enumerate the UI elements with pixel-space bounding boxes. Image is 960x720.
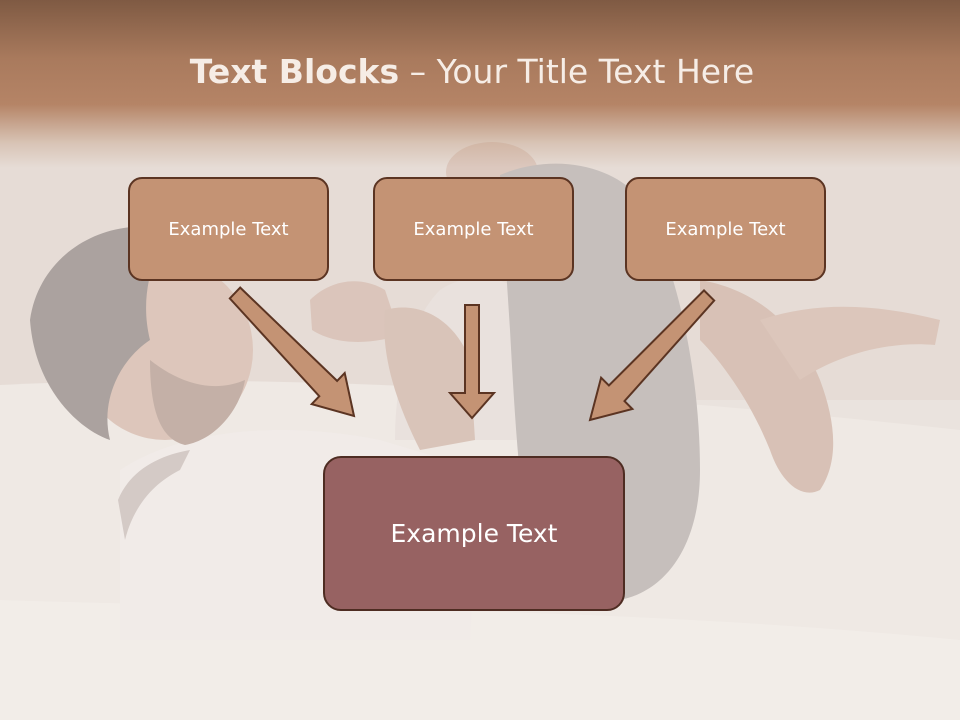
main-text-box[interactable]: Example Text bbox=[323, 456, 625, 611]
text-box-3[interactable]: Example Text bbox=[625, 177, 826, 281]
title-rest: Your Title Text Here bbox=[436, 52, 755, 91]
title-bold: Text Blocks bbox=[189, 52, 400, 91]
text-box-2[interactable]: Example Text bbox=[373, 177, 574, 281]
text-box-1[interactable]: Example Text bbox=[128, 177, 329, 281]
title-dash: – bbox=[399, 52, 437, 91]
slide-title: Text Blocks – Your Title Text Here bbox=[0, 52, 944, 91]
